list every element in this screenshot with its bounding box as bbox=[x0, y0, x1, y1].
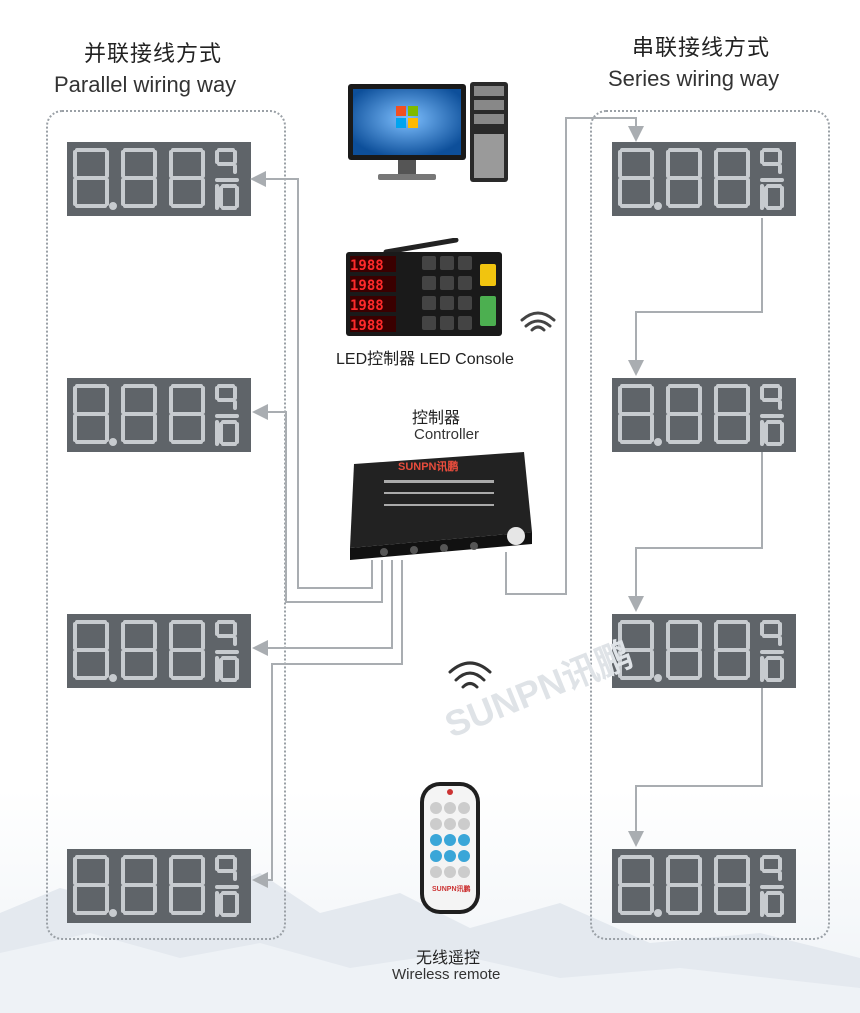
parallel-panel-3 bbox=[67, 614, 251, 688]
console-readout-1: 1988 bbox=[350, 258, 384, 274]
segment-display-digits bbox=[67, 849, 251, 923]
console-readout-4: 1988 bbox=[350, 318, 384, 334]
segment-display-digits bbox=[612, 849, 796, 923]
segment-display-digits bbox=[67, 614, 251, 688]
parallel-panel-1 bbox=[67, 142, 251, 216]
series-panel-2 bbox=[612, 378, 796, 452]
led-console-icon bbox=[346, 238, 502, 336]
wireless-signal-icon bbox=[520, 311, 556, 332]
segment-display-digits bbox=[612, 614, 796, 688]
segment-display-digits bbox=[612, 378, 796, 452]
controller-label-cn: 控制器 bbox=[412, 410, 461, 427]
remote-signal-icon bbox=[448, 661, 492, 689]
controller-brand: SUNPN讯鹏 bbox=[398, 461, 459, 473]
segment-display-digits bbox=[612, 142, 796, 216]
remote-label-cn: 无线遥控 bbox=[416, 950, 481, 967]
controller-label-en: Controller bbox=[414, 426, 480, 443]
remote-label-en: Wireless remote bbox=[392, 966, 501, 983]
parallel-title-cn: 并联接线方式 bbox=[84, 41, 223, 66]
parallel-panel-2 bbox=[67, 378, 251, 452]
led-console-label: LED控制器 LED Console bbox=[336, 351, 514, 368]
controller-icon bbox=[350, 452, 532, 560]
remote-brand: SUNPN讯鹏 bbox=[432, 886, 471, 893]
series-panel-4 bbox=[612, 849, 796, 923]
series-group-box bbox=[590, 110, 830, 940]
series-panel-1 bbox=[612, 142, 796, 216]
console-readout-2: 1988 bbox=[350, 278, 384, 294]
series-title-en: Series wiring way bbox=[608, 66, 780, 91]
segment-display-digits bbox=[67, 378, 251, 452]
parallel-title-en: Parallel wiring way bbox=[54, 72, 237, 97]
console-readout-3: 1988 bbox=[350, 298, 384, 314]
parallel-panel-4 bbox=[67, 849, 251, 923]
computer-icon bbox=[348, 82, 508, 182]
console-readouts: 1988 1988 1988 1988 bbox=[350, 256, 396, 336]
series-title-cn: 串联接线方式 bbox=[632, 35, 771, 60]
segment-display-digits bbox=[67, 142, 251, 216]
remote-control-icon bbox=[420, 782, 480, 914]
series-panel-3 bbox=[612, 614, 796, 688]
